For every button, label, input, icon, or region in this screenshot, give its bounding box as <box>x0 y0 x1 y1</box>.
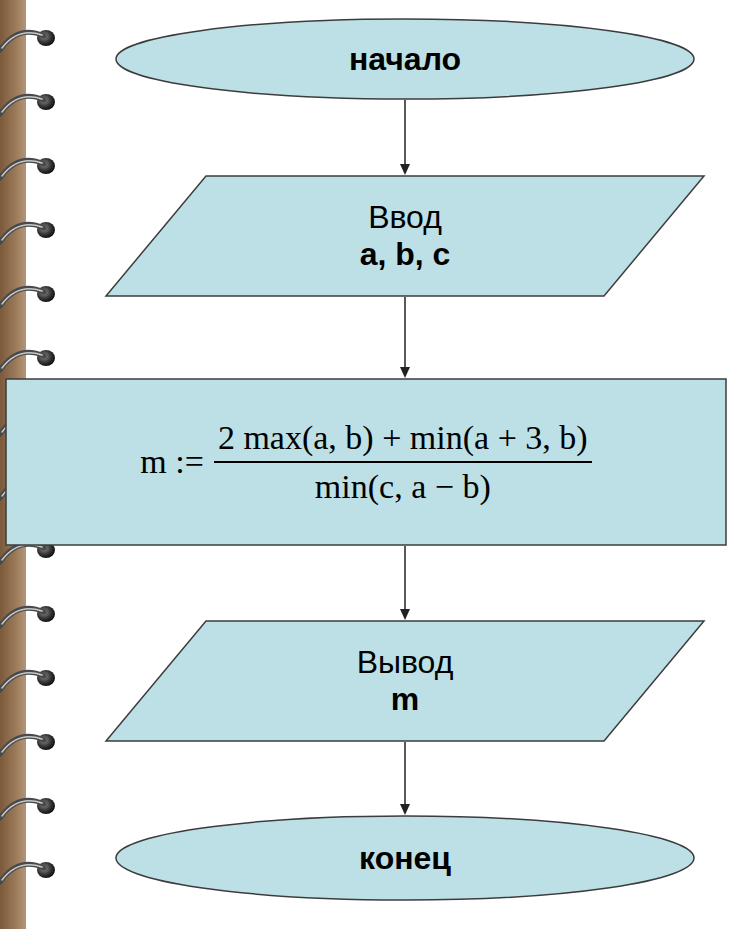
node-title: Вывод <box>357 644 454 681</box>
ring-wire <box>0 160 44 178</box>
input-parallelogram: Вводa, b, c <box>105 175 705 297</box>
node-title: начало <box>349 41 461 78</box>
terminal-oval: конец <box>115 815 695 901</box>
parallelogram-shape <box>106 176 704 296</box>
ring-shine <box>2 33 42 48</box>
fraction: 2 max(a, b) + min(a + 3, b)min(c, a − b) <box>214 418 592 506</box>
flow-line <box>404 546 406 610</box>
flow-line <box>404 100 406 165</box>
node-value: m <box>391 681 419 718</box>
node-content: конец <box>115 815 695 901</box>
ring-wire <box>0 608 44 626</box>
ring-shine <box>2 289 42 304</box>
oval-shape <box>116 19 694 99</box>
ring-wire <box>0 224 44 242</box>
arrowhead <box>400 367 410 378</box>
ring-shine <box>2 545 42 560</box>
ring-shine <box>2 97 42 112</box>
ring-wire <box>0 544 44 562</box>
flow-arrow <box>400 297 410 378</box>
ring-wire <box>0 672 44 690</box>
node-content: Вводa, b, c <box>105 175 705 297</box>
arrowhead <box>400 804 410 815</box>
ring-wire <box>0 352 44 370</box>
node-content: m := 2 max(a, b) + min(a + 3, b)min(c, a … <box>5 378 727 546</box>
ring-wire <box>0 288 44 306</box>
ring-wire <box>0 736 44 754</box>
node-content: начало <box>115 18 695 100</box>
arrowhead <box>400 164 410 175</box>
denominator: min(c, a − b) <box>311 463 495 506</box>
ring-shine <box>2 225 42 240</box>
numerator: 2 max(a, b) + min(a + 3, b) <box>214 418 592 463</box>
ring-wire <box>0 32 44 50</box>
rect-shape <box>6 379 726 545</box>
process-box: m := 2 max(a, b) + min(a + 3, b)min(c, a … <box>5 378 727 546</box>
flow-line <box>404 742 406 805</box>
ring-shine <box>2 353 42 368</box>
output-parallelogram: Выводm <box>105 620 705 742</box>
ring-shine <box>2 865 42 880</box>
ring-shine <box>2 801 42 816</box>
ring-wire <box>0 864 44 882</box>
node-title: Ввод <box>368 199 442 236</box>
ring-wire <box>0 96 44 114</box>
flow-arrow <box>400 546 410 620</box>
ring-shine <box>2 161 42 176</box>
parallelogram-shape <box>106 621 704 741</box>
node-title: конец <box>359 840 451 877</box>
ring-shine <box>2 609 42 624</box>
ring-shine <box>2 673 42 688</box>
ring-wire <box>0 800 44 818</box>
node-value: a, b, c <box>360 236 451 273</box>
node-content: Выводm <box>105 620 705 742</box>
flow-arrow <box>400 742 410 815</box>
arrowhead <box>400 609 410 620</box>
flow-arrow <box>400 100 410 175</box>
flow-line <box>404 297 406 368</box>
terminal-oval: начало <box>115 18 695 100</box>
assignment-label: m := <box>140 442 204 481</box>
oval-shape <box>116 816 694 900</box>
ring-shine <box>2 737 42 752</box>
